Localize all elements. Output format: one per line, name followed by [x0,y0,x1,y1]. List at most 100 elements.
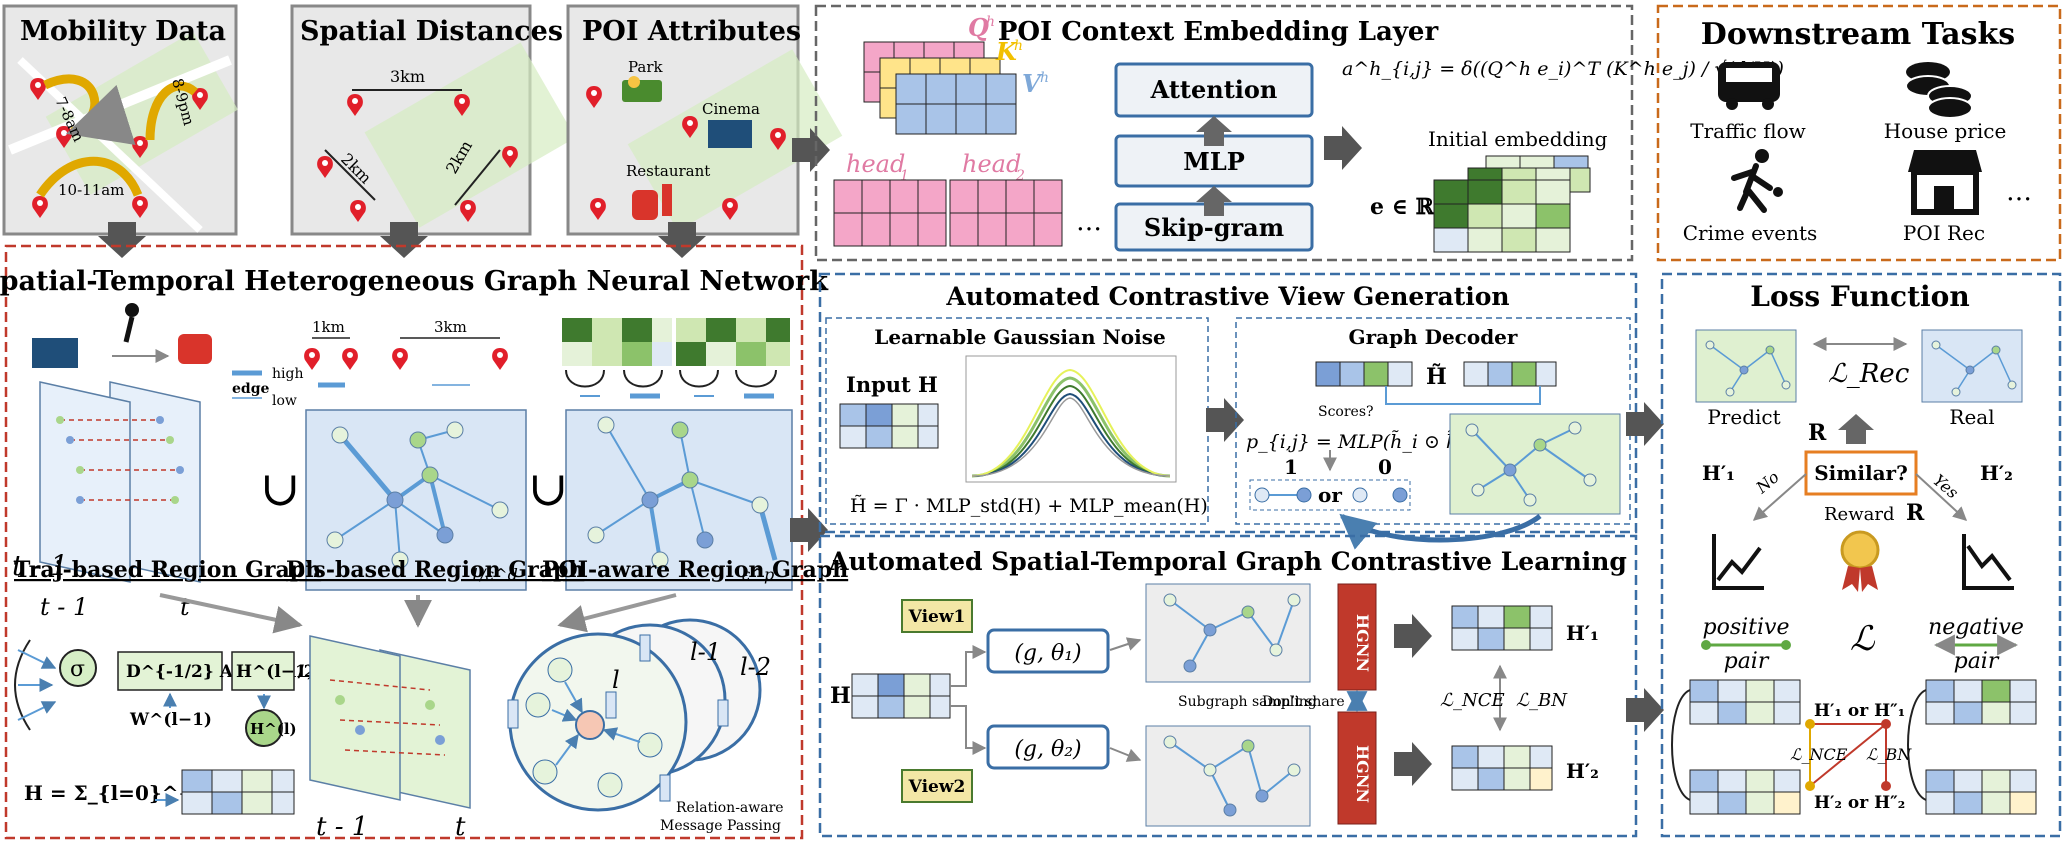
restaurant-icon-small [178,334,212,364]
gaussian-curves [965,355,1177,483]
astgcl-h-matrix [851,673,951,719]
loss-panel: Loss Function Predict Real ℒ_Rec R Simil… [1660,272,2062,838]
context-title: POI Context Embedding Layer [998,17,1439,47]
downstream-title: Downstream Tasks [1701,17,2015,52]
h1-or-label: H′₁ or H″₁ [1814,701,1905,721]
mobility-title: Mobility Data [20,16,226,47]
k-sup: h [1014,38,1023,54]
layered-message-passing: l l-1 l-2 Relation-aware Message Passing [507,618,784,834]
subgraph-2 [1145,725,1311,827]
bus-icon [1718,62,1780,110]
bottom-t: t [455,812,466,842]
head2-label: head [962,150,1021,178]
message-passing-label: Message Passing [660,818,781,834]
positive-pair-label: pair [1724,649,1770,674]
dist-3km: 3km [434,318,467,336]
astgcl-panel: Automated Spatial-Temporal Graph Contras… [818,534,1638,838]
h2-matrix [1451,745,1553,791]
real-label: Real [1949,405,1994,429]
bottom-t-minus: t - 1 [316,812,368,842]
v-label: V [1022,69,1043,98]
relation-aware-label: Relation-aware [676,800,784,816]
traj-graph: t - 1 t [39,381,201,621]
r-label-right: R [1906,500,1925,526]
layer-l-2: l-2 [740,653,771,681]
noise-title: Learnable Gaussian Noise [874,325,1165,349]
cinema-icon-small [32,338,78,368]
sigma-node [59,649,97,687]
mobility-time-3: 10-11am [58,181,124,199]
scores-label: Scores? [1318,404,1374,420]
trend-up-icon [1712,534,1764,590]
poi-label-park: Park [628,58,664,76]
norm-box [117,651,223,691]
temporal-planes: t - 1 t [309,635,471,842]
inv-eps-label: 1/ε^d [470,565,518,584]
real-graph [1921,329,2023,403]
tasks-ellipsis: … [2006,177,2032,207]
head2-sub: 2 [1015,168,1025,184]
acvg-panel: Automated Contrastive View Generation Le… [818,272,1638,550]
walker-icon [125,303,139,317]
k-label: K [995,37,1018,66]
similar-label: Similar? [1814,461,1908,485]
poi-label-restaurant: Restaurant [626,162,710,180]
q-label: Q [968,13,989,42]
no-label: No [1752,467,1783,497]
h-prev-formula: H^(l−1) [236,662,315,682]
negative-pair-label: pair [1954,649,2000,674]
head1-sub: 1 [900,168,909,184]
h2-label: H′₂ [1566,759,1599,783]
running-person-icon [1731,149,1783,213]
h2-or-label: H′₂ or H″₂ [1814,793,1905,813]
label-t-minus-1: t - 1 [12,549,68,582]
g-theta1-box [986,628,1110,674]
stgnn-title: Spatial-Temporal Heterogeneous Graph Neu… [0,266,829,297]
r-label-top: R [1808,420,1827,446]
or-label: or [1318,483,1342,507]
positive-label: positive [1703,615,1790,640]
predict-label: Predict [1707,405,1780,429]
spatial-distance-1: 3km [390,67,425,86]
layer-l-1: l-1 [690,638,721,666]
initial-embedding-label: Initial embedding [1428,127,1608,151]
edge-low-label: low [272,393,297,409]
task-crime-events: Crime events [1683,221,1818,245]
union-2: ∪ [528,461,568,517]
view1-box [901,599,973,633]
attention-label: Attention [1150,75,1278,104]
sigma-symbol: σ [70,657,85,682]
mlp-label: MLP [1183,147,1245,176]
edge-label: edge [232,381,269,397]
loss-l-symbol: ℒ [1850,619,1876,659]
heads-ellipsis: … [1076,207,1102,237]
view2-box [901,769,973,803]
restaurant-icon [632,190,658,220]
poi-graph: ε^p [565,409,793,591]
hgnn-label-1: HGNN [1353,614,1372,672]
input-h-label: Input H [846,372,938,397]
traj-t-minus: t - 1 [40,593,88,621]
loss-matrices [1671,679,2037,815]
h1-label: H′₁ [1566,621,1599,645]
astgcl-h-label: H [830,683,851,709]
g-theta1-label: (g, θ₁) [1014,641,1081,666]
loss-h1-top: H′₁ [1702,461,1735,485]
h-matrix-bottom [181,769,295,815]
graph-label-dis: Dis-based Region Graph [286,557,584,583]
graph-label-poi: POI-aware Region Graph [542,557,848,583]
hgnn-box-2 [1337,711,1377,825]
eps-p-label: ε^p [742,565,774,584]
coins-icon [1905,62,1973,119]
embedding-matrix [1433,155,1591,253]
q-sup: h [986,14,995,30]
mobility-panel: Mobility Data 7-8am 8-9pm 10-11am [2,4,238,236]
reward-label: Reward [1824,504,1894,525]
acvg-title: Automated Contrastive View Generation [945,282,1509,311]
graph-label-traj: Traj-based Region Graph [14,557,321,583]
task-house-price: House price [1884,119,2007,143]
downstream-panel: Downstream Tasks Traffic flow House pric… [1656,4,2062,262]
dist-1km: 1km [312,318,345,336]
spatial-panel: Spatial Distances 3km 2km 2km [290,4,576,236]
